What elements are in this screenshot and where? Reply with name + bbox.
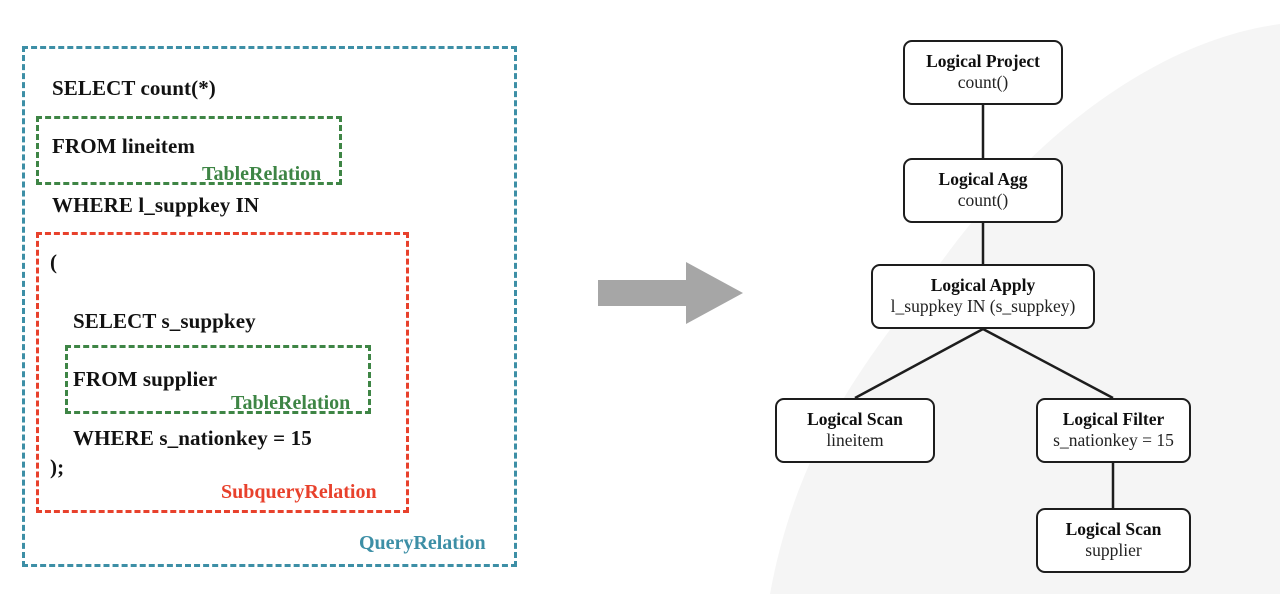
sql-line-from-lineitem: FROM lineitem (52, 134, 196, 158)
plan-node-title: Logical Scan (1065, 519, 1162, 540)
plan-node-subtitle: count() (957, 72, 1009, 92)
label-table-relation-lineitem: TableRelation (202, 163, 322, 185)
plan-node-logical-project[interactable]: Logical Project count() (903, 40, 1063, 105)
table-relation-boundary-supplier (65, 345, 371, 414)
plan-node-title: Logical Scan (807, 409, 903, 430)
edge-apply-to-filter (982, 327, 1114, 400)
plan-node-logical-scan-lineitem[interactable]: Logical Scan lineitem (775, 398, 935, 463)
plan-node-title: Logical Filter (1062, 409, 1165, 430)
sql-line-select-s-suppkey: SELECT s_suppkey (73, 309, 256, 333)
label-table-relation-supplier: TableRelation (231, 392, 351, 414)
plan-node-title: Logical Agg (938, 169, 1028, 190)
sql-query-panel: SELECT count(*) FROM lineitem WHERE l_su… (0, 0, 560, 594)
plan-node-subtitle: lineitem (826, 430, 884, 450)
plan-node-logical-scan-supplier[interactable]: Logical Scan supplier (1036, 508, 1191, 573)
plan-node-logical-apply[interactable]: Logical Apply l_suppkey IN (s_suppkey) (871, 264, 1095, 329)
plan-node-subtitle: s_nationkey = 15 (1053, 430, 1174, 450)
sql-line-select-count: SELECT count(*) (52, 76, 216, 100)
plan-node-subtitle: supplier (1085, 540, 1142, 560)
label-query-relation: QueryRelation (359, 532, 486, 554)
sql-line-from-supplier: FROM supplier (73, 367, 218, 391)
plan-tree-edges (854, 105, 1115, 508)
sql-line-where-nationkey: WHERE s_nationkey = 15 (73, 426, 312, 450)
sql-line-close-paren-semi: ); (50, 455, 65, 479)
sql-line-open-paren: ( (50, 250, 58, 274)
logical-plan-panel: Logical Project count() Logical Agg coun… (740, 0, 1280, 594)
query-relation-boundary (22, 46, 517, 567)
plan-node-subtitle: count() (957, 190, 1009, 210)
plan-node-logical-agg[interactable]: Logical Agg count() (903, 158, 1063, 223)
plan-node-title: Logical Apply (930, 275, 1036, 296)
transform-arrow-icon (598, 262, 743, 324)
plan-node-subtitle: l_suppkey IN (s_suppkey) (890, 296, 1076, 316)
table-relation-boundary-lineitem (36, 116, 342, 185)
edge-apply-to-scan-lineitem (854, 327, 984, 400)
subquery-relation-boundary (36, 232, 409, 513)
plan-node-title: Logical Project (926, 51, 1040, 72)
sql-line-where-suppkey-in: WHERE l_suppkey IN (52, 193, 260, 217)
label-subquery-relation: SubqueryRelation (221, 481, 377, 503)
plan-node-logical-filter[interactable]: Logical Filter s_nationkey = 15 (1036, 398, 1191, 463)
